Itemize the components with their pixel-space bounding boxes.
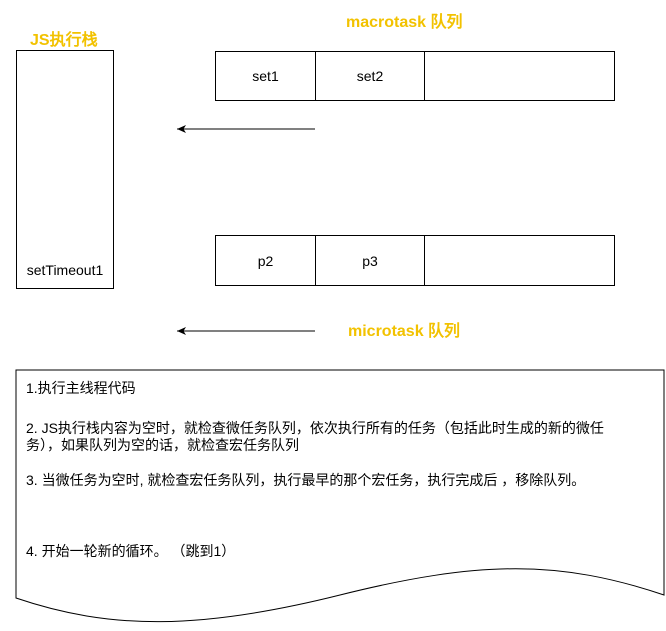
note-step-4: 4. 开始一轮新的循环。 （跳到1） <box>26 543 236 559</box>
note-step-1: 1.执行主线程代码 <box>26 380 136 396</box>
js-execution-stack: setTimeout1 <box>16 50 114 289</box>
microtask-queue: p2 p3 <box>215 235 615 286</box>
macrotask-cell: set1 <box>216 52 316 100</box>
note-step-2: 2. JS执行栈内容为空时，就检查微任务队列，依次执行所有的任务（包括此时生成的… <box>26 420 604 453</box>
macrotask-queue-title: macrotask 队列 <box>346 14 463 31</box>
macrotask-queue: set1 set2 <box>215 51 615 101</box>
stack-item-settimeout: setTimeout1 <box>26 262 104 278</box>
microtask-cell: p2 <box>216 236 316 285</box>
microtask-queue-title: microtask 队列 <box>348 323 461 340</box>
notes-document-shape <box>15 369 665 623</box>
note-step-3: 3. 当微任务为空时, 就检查宏任务队列，执行最早的那个宏任务，执行完成后 ，移… <box>26 472 586 488</box>
macrotask-cell: set2 <box>316 52 425 100</box>
js-stack-title: JS执行栈 <box>30 32 98 49</box>
microtask-cell: p3 <box>316 236 425 285</box>
